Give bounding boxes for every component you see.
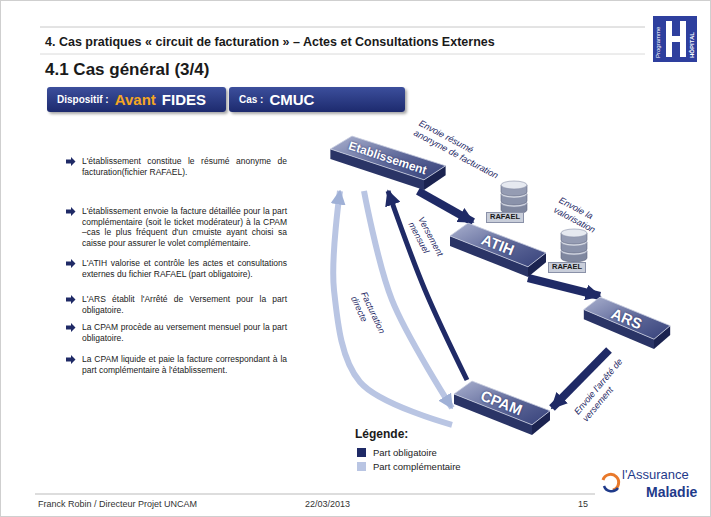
database-icon bbox=[501, 181, 527, 214]
bullet-arrow bbox=[66, 259, 76, 268]
assurance-maladie-logo bbox=[603, 474, 619, 491]
flow-label: Envoie l'arrêté de versement bbox=[572, 355, 635, 424]
bar-text: Dispositif : bbox=[57, 94, 109, 105]
bullet-text: L'ATIH valorise et contrôle les actes et… bbox=[82, 258, 287, 279]
bullet-arrow bbox=[66, 207, 76, 216]
slide-title: 4. Cas pratiques « circuit de facturatio… bbox=[45, 35, 495, 49]
hopital-logo bbox=[653, 16, 697, 62]
database-icon bbox=[561, 229, 587, 262]
legend-swatch bbox=[357, 462, 366, 471]
logo-text: HÔPITAL bbox=[689, 32, 696, 58]
entity-slab: ATIH bbox=[448, 222, 548, 278]
flow-label: Versement mensuel bbox=[406, 215, 451, 274]
header-rule bbox=[40, 27, 645, 28]
logo-text: l'Assurance bbox=[622, 468, 689, 483]
logo-text: Programme bbox=[655, 27, 662, 58]
logo-text: Maladie bbox=[646, 484, 697, 500]
legend-text: Part complémentaire bbox=[373, 461, 461, 472]
complementary-flow-arrow bbox=[364, 191, 452, 408]
legend-title: Légende: bbox=[355, 428, 408, 442]
flow-arrow bbox=[388, 191, 467, 380]
bar-text: FIDES bbox=[162, 91, 206, 108]
flow-label: Envoie la valorisation bbox=[552, 195, 626, 248]
bullet-text: La CPAM liquide et paie la facture corre… bbox=[82, 354, 287, 375]
bullet-text: L'établissement envoie la facture détail… bbox=[82, 206, 287, 249]
entity-slab: ARS bbox=[582, 296, 672, 350]
bullet-arrow bbox=[66, 157, 76, 166]
bar-text: Avant bbox=[115, 91, 156, 108]
footer-date: 22/03/2013 bbox=[305, 499, 350, 509]
bar-text: Cas : bbox=[239, 94, 263, 105]
bullet-text: L'établissement constitue le résumé anon… bbox=[82, 156, 287, 177]
flow-label: Facturation directe bbox=[348, 290, 392, 352]
flow-arrow bbox=[528, 278, 600, 296]
footer-rule bbox=[35, 494, 595, 495]
bullet-text: L'ARS établit l'Arrêté de Versement pour… bbox=[82, 294, 287, 315]
bullet-text: La CPAM procède au versement mensuel pou… bbox=[82, 322, 287, 343]
legend-swatch bbox=[357, 448, 366, 457]
legend-row: Part obligatoire bbox=[357, 447, 437, 458]
section-heading: 4.1 Cas général (3/4) bbox=[45, 60, 209, 80]
header-rule bbox=[40, 54, 645, 55]
device-bar: Dispositif : Avant FIDES bbox=[47, 87, 226, 112]
file-tag: RAFAEL bbox=[548, 262, 586, 273]
bullet-arrow bbox=[66, 323, 76, 332]
entity-slab: CPAM bbox=[452, 380, 552, 436]
bullet-arrow bbox=[66, 355, 76, 364]
case-bar: Cas : CMUC bbox=[229, 87, 405, 112]
page-number: 15 bbox=[578, 499, 588, 509]
footer-author: Franck Robin / Directeur Projet UNCAM bbox=[38, 499, 197, 509]
legend-row: Part complémentaire bbox=[357, 461, 461, 472]
bullet-arrow bbox=[66, 295, 76, 304]
legend-text: Part obligatoire bbox=[373, 447, 437, 458]
bar-text: CMUC bbox=[269, 91, 314, 108]
file-tag: RAFAEL bbox=[486, 212, 524, 223]
